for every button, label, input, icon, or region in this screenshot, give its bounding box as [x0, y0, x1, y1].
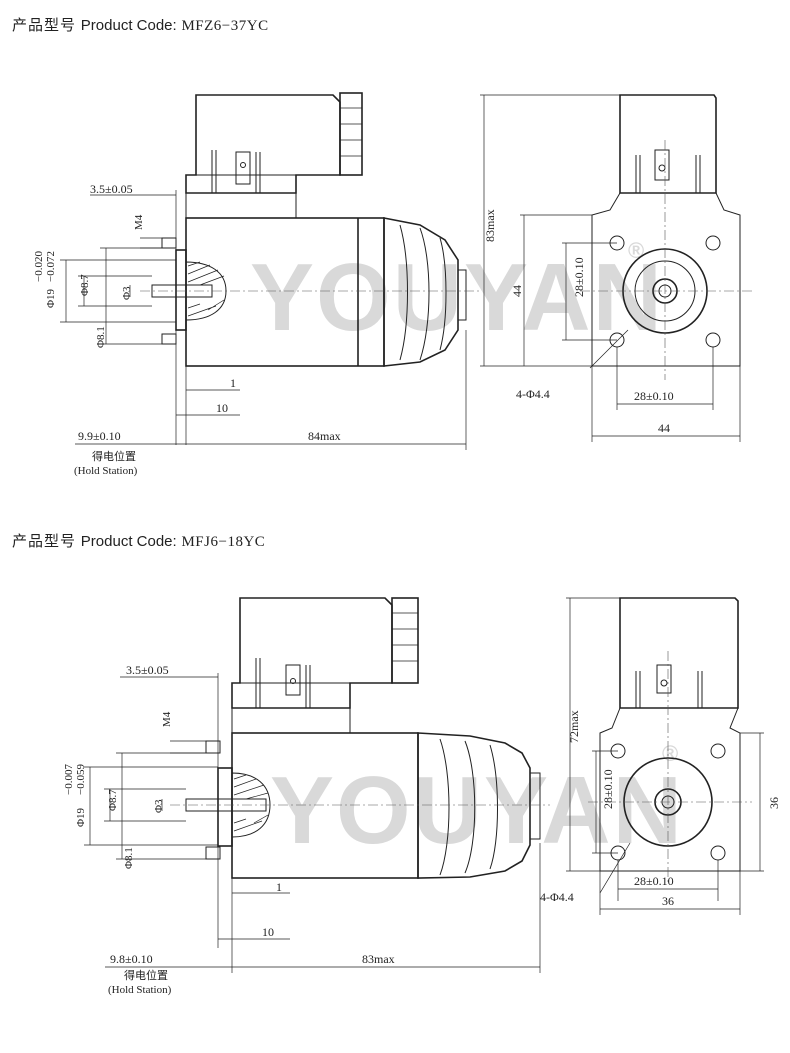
side-dimensions: 3.5±0.05 M4 Φ19 −0.007 −0.059 Φ8.7 Φ3 Φ8…: [63, 663, 541, 996]
watermark-mark: ®: [628, 238, 644, 263]
dim-3.5: 3.5±0.05: [90, 182, 133, 196]
watermark: YOUYAN: [250, 244, 664, 351]
hold-station-en: (Hold Station): [108, 984, 172, 996]
dim-phi8.7: Φ8.7: [107, 789, 119, 811]
dim-phi19-tol-low: −0.059: [75, 764, 87, 795]
front-dimensions: 72max 28±0.10 36 4-Φ4.4 28±0.10 36: [540, 597, 781, 915]
dim-9.9: 9.9±0.10: [78, 429, 121, 443]
dim-m4: M4: [161, 711, 173, 727]
side-view: [170, 597, 550, 879]
title-cn: 产品型号: [12, 532, 77, 550]
product-code: MFJ6−18YC: [181, 534, 266, 550]
dim-phi8.1: Φ8.1: [95, 326, 107, 348]
hold-station-cn: 得电位置: [124, 968, 168, 982]
dim-28-v: 28±0.10: [601, 769, 615, 809]
front-view: [580, 94, 752, 380]
dim-phi3: Φ3: [121, 286, 133, 300]
watermark-mark: ®: [662, 741, 678, 766]
drawing-mfz6: YOUYAN ® 3.5±0.05: [33, 92, 752, 477]
dim-holes: 4-Φ4.4: [516, 387, 550, 401]
dim-44-h: 44: [658, 421, 670, 435]
dim-28-h: 28±0.10: [634, 874, 674, 888]
dim-phi19-tol-low: −0.072: [45, 251, 57, 282]
dim-83max: 83max: [362, 952, 395, 966]
hold-station-en: (Hold Station): [74, 465, 138, 477]
title-en: Product Code:: [80, 17, 177, 34]
dim-28-v: 28±0.10: [572, 257, 586, 297]
dim-3.5: 3.5±0.05: [126, 663, 169, 677]
dim-phi19-tol-up: −0.020: [33, 251, 45, 282]
watermark: YOUYAN: [270, 757, 684, 864]
title-cn: 产品型号: [12, 16, 77, 34]
dim-84max: 84max: [308, 429, 341, 443]
dim-m4: M4: [133, 214, 145, 230]
front-dimensions: 83max 44 28±0.10 4-Φ4.4 28±0.10 44: [480, 94, 741, 442]
dim-36-v: 36: [767, 797, 781, 809]
dim-phi19: Φ19: [75, 807, 87, 827]
dim-10: 10: [216, 401, 228, 415]
product-title-2: 产品型号 Product Code: MFJ6−18YC: [12, 530, 265, 551]
dim-phi3: Φ3: [153, 799, 165, 813]
dim-28-h: 28±0.10: [634, 389, 674, 403]
hold-station-cn: 得电位置: [92, 449, 136, 463]
side-dimensions: 3.5±0.05 M4 Φ19 −0.020 −0.072 Φ8.7 Φ3 Φ8…: [33, 182, 467, 477]
dim-36-h: 36: [662, 894, 674, 908]
dim-10: 10: [262, 925, 274, 939]
product-code: MFZ6−37YC: [181, 18, 269, 34]
dim-9.8: 9.8±0.10: [110, 952, 153, 966]
side-view: [140, 92, 480, 367]
product-title-1: 产品型号 Product Code: MFZ6−37YC: [12, 14, 269, 35]
dim-72max: 72max: [567, 710, 581, 743]
title-en: Product Code:: [80, 533, 177, 550]
dim-holes: 4-Φ4.4: [540, 890, 574, 904]
dim-83max: 83max: [483, 209, 497, 242]
dim-phi19: Φ19: [45, 288, 57, 308]
front-view: [588, 597, 752, 883]
drawing-mfj6: YOUYAN ® 3.5±0.05 M4 Φ19 −0.007: [63, 597, 781, 996]
dim-1: 1: [276, 880, 282, 894]
dim-phi8.7: Φ8.7: [79, 274, 91, 296]
dim-1: 1: [230, 376, 236, 390]
dim-phi8.1: Φ8.1: [123, 847, 135, 869]
dim-44-v: 44: [510, 285, 524, 297]
dim-phi19-tol-up: −0.007: [63, 764, 75, 795]
